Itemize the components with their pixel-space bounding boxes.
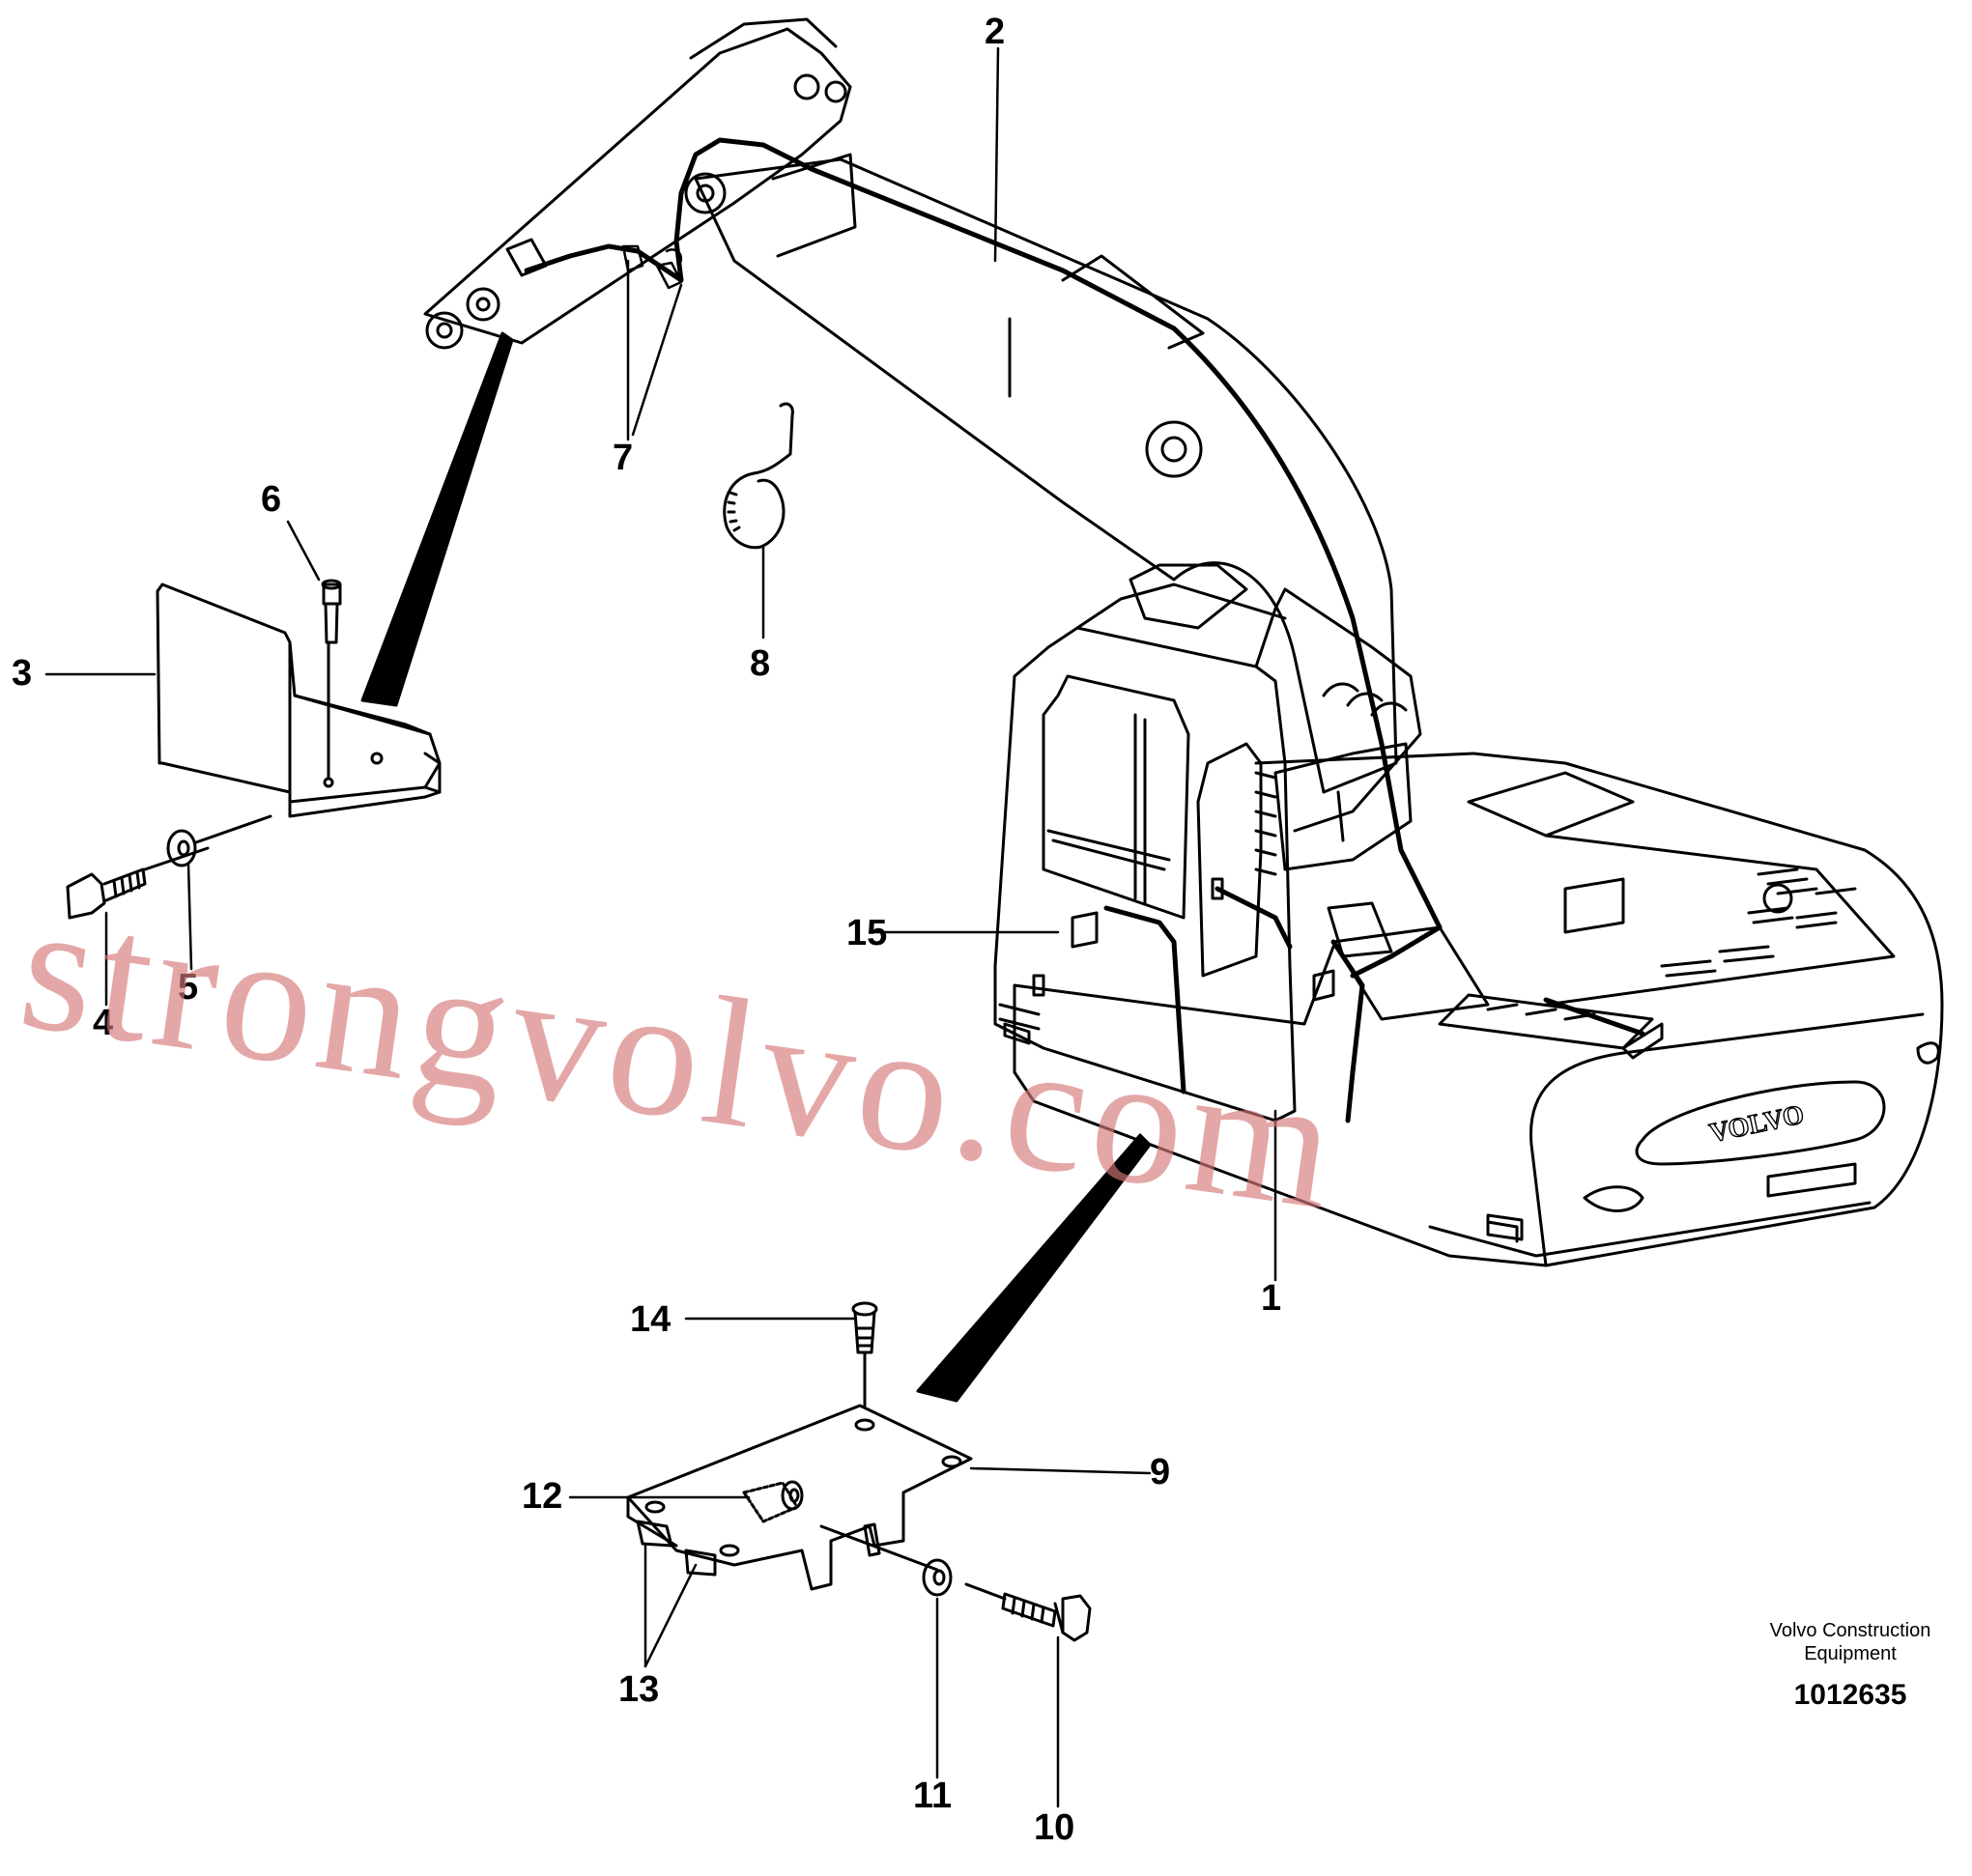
bracket-item-3 [156,583,442,818]
callout-1: 1 [1261,1278,1282,1319]
callout-14: 14 [630,1299,672,1340]
bolt-item-4 [66,846,210,920]
wire-harness [524,137,1645,1123]
excavator-boom [684,153,1398,794]
callout-10: 10 [1034,1807,1075,1848]
cable-tie-item-8 [723,402,794,550]
callout-8: 8 [750,643,771,684]
screw-item-14 [851,1301,878,1407]
pointer-wedge-lower [916,1133,1152,1403]
bolt-item-10 [964,1582,1092,1642]
callout-9: 9 [1150,1452,1171,1492]
callout-12: 12 [522,1476,563,1517]
brand-mark: VOLVO [1707,1099,1807,1149]
callout-13: 13 [618,1669,660,1710]
callout-11: 11 [913,1776,953,1816]
washer-item-5 [166,814,272,867]
callout-7: 7 [613,438,634,478]
company-name-line-1: Volvo Construction [1769,1620,1931,1641]
pointer-wedge-upper [360,331,514,707]
callout-15: 15 [846,913,888,953]
figure-number: 1012635 [1793,1679,1907,1711]
company-name-line-2: Equipment [1804,1643,1897,1664]
callout-6: 6 [261,479,282,520]
excavator-cab [993,563,1422,1123]
washer-item-11 [922,1558,953,1597]
screw-item-6 [321,579,342,780]
company-name: Volvo Construction Equipment [1739,1619,1961,1665]
leader-lines [44,46,1277,1808]
harness-connectors [621,244,683,290]
excavator-upper-body [1013,752,1944,1267]
callout-2: 2 [985,12,1006,52]
callout-4: 4 [93,1003,114,1043]
plate-item-9 [626,1404,973,1591]
callout-5: 5 [178,967,199,1008]
callout-3: 3 [12,653,33,694]
